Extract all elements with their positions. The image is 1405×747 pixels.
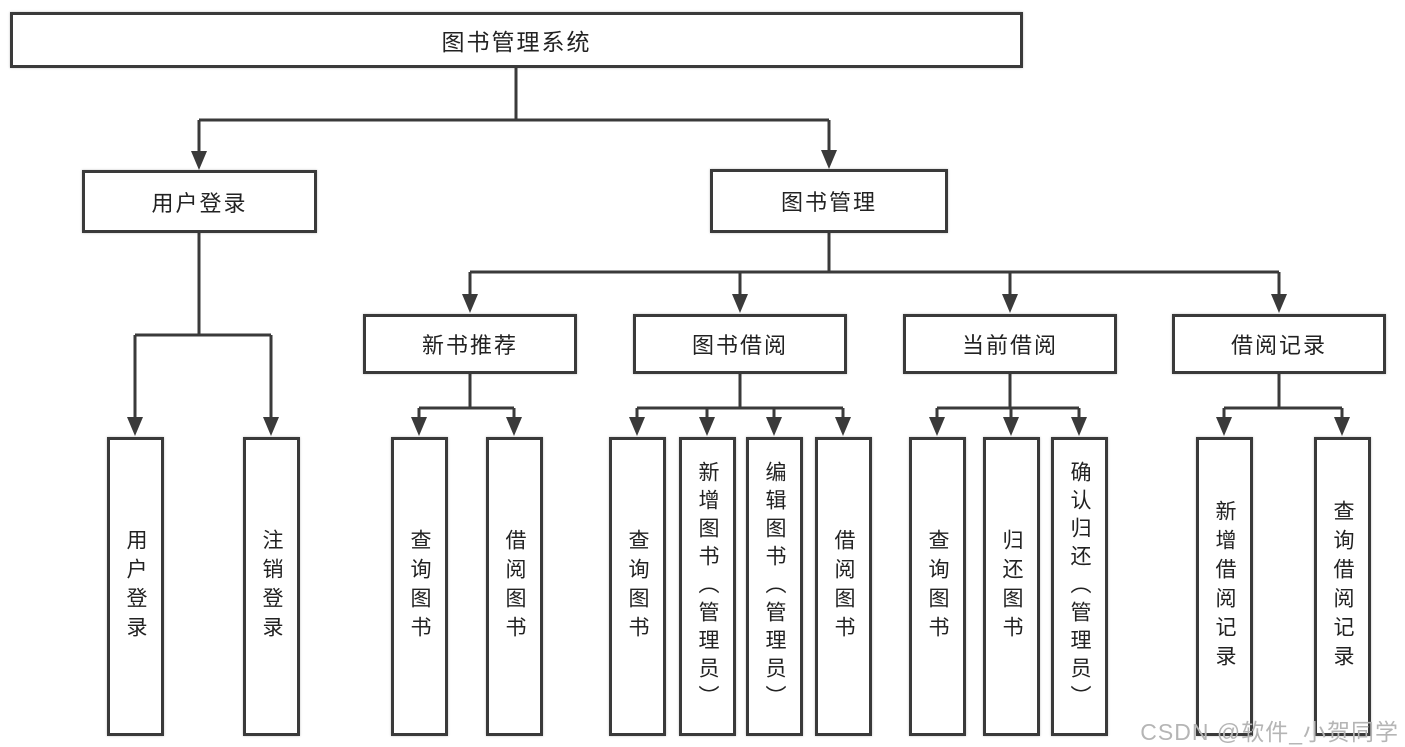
leaf-nbr-query-books: 查询图书	[391, 437, 448, 736]
arrow-down-icon	[835, 417, 851, 436]
node-label: 图书管理系统	[441, 29, 592, 55]
node-label: 当前借阅	[961, 333, 1058, 358]
arrow-down-icon	[629, 417, 645, 436]
leaf-logout: 注销登录	[243, 437, 300, 736]
watermark: CSDN @软件_小贺同学	[1140, 719, 1399, 745]
connector-lines	[133, 67, 1344, 420]
arrow-down-icon	[1003, 417, 1019, 436]
arrow-down-icon	[462, 294, 478, 313]
node-label: 新书推荐	[421, 333, 518, 358]
leaf-label: 查询图书	[626, 528, 650, 645]
leaf-bb-query-books: 查询图书	[609, 437, 666, 736]
arrow-down-icon	[127, 417, 143, 436]
arrow-down-icon	[1002, 294, 1018, 313]
leaf-label: 归还图书	[1000, 528, 1024, 645]
leaf-cb-query-books: 查询图书	[909, 437, 966, 736]
leaf-bb-borrow-books: 借阅图书	[815, 437, 872, 736]
leaf-label: 编辑图书（管理员）	[763, 460, 787, 713]
arrow-down-icon	[699, 417, 715, 436]
leaf-label: 注销登录	[260, 528, 284, 645]
node-label: 图书管理	[780, 190, 877, 215]
leaf-label: 确认归还（管理员）	[1068, 460, 1092, 713]
leaf-bb-edit-books-admin: 编辑图书（管理员）	[746, 437, 803, 736]
leaf-label: 查询图书	[926, 528, 950, 645]
node-label: 用户登录	[151, 190, 248, 216]
leaf-label: 新增图书（管理员）	[696, 460, 720, 713]
arrowhead-group	[127, 150, 1350, 436]
leaf-cb-return-books: 归还图书	[983, 437, 1040, 736]
leaf-cb-confirm-return-admin: 确认归还（管理员）	[1051, 437, 1108, 736]
arrow-down-icon	[506, 417, 522, 436]
arrow-down-icon	[263, 417, 279, 436]
arrow-down-icon	[411, 417, 427, 436]
node-user-login: 用户登录	[82, 170, 317, 233]
node-current-borrowing: 当前借阅	[903, 314, 1117, 374]
node-label: 图书借阅	[691, 333, 788, 358]
leaf-nbr-borrow-books: 借阅图书	[486, 437, 543, 736]
arrow-down-icon	[821, 150, 837, 169]
arrow-down-icon	[929, 417, 945, 436]
leaf-label: 查询图书	[408, 528, 432, 645]
arrow-down-icon	[766, 417, 782, 436]
arrow-down-icon	[191, 151, 207, 170]
leaf-label: 新增借阅记录	[1213, 499, 1237, 674]
arrow-down-icon	[1271, 294, 1287, 313]
leaf-br-query-record: 查询借阅记录	[1314, 437, 1371, 736]
leaf-label: 查询借阅记录	[1331, 499, 1355, 674]
leaf-user-login: 用户登录	[107, 437, 164, 736]
node-label: 借阅记录	[1230, 333, 1327, 358]
leaf-label: 借阅图书	[832, 528, 856, 645]
node-library-system: 图书管理系统	[10, 12, 1023, 68]
arrow-down-icon	[1071, 417, 1087, 436]
node-borrowing-records: 借阅记录	[1172, 314, 1386, 374]
node-new-book-recommend: 新书推荐	[363, 314, 577, 374]
arrow-down-icon	[1334, 417, 1350, 436]
leaf-label: 借阅图书	[503, 528, 527, 645]
leaf-label: 用户登录	[124, 528, 148, 645]
leaf-br-add-record: 新增借阅记录	[1196, 437, 1253, 736]
arrow-down-icon	[1216, 417, 1232, 436]
leaf-bb-add-books-admin: 新增图书（管理员）	[679, 437, 736, 736]
node-book-management: 图书管理	[710, 169, 948, 233]
arrow-down-icon	[732, 294, 748, 313]
node-book-borrowing: 图书借阅	[633, 314, 847, 374]
